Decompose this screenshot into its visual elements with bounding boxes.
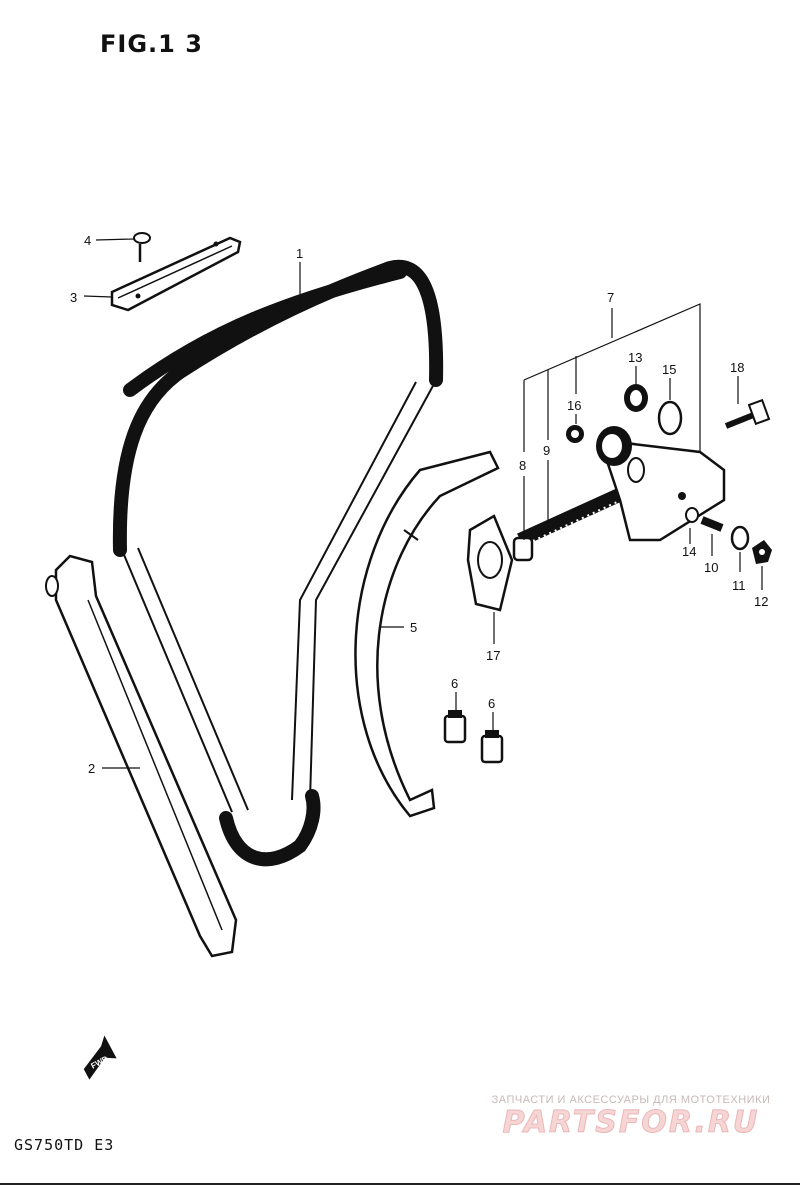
- callout-15: 15: [662, 362, 676, 377]
- leader-lines: [83, 238, 763, 769]
- callout-6a: 6: [451, 676, 458, 691]
- dampers: [443, 710, 504, 764]
- callout-1: 1: [296, 246, 303, 261]
- callout-13: 13: [628, 350, 642, 365]
- callout-3: 3: [70, 290, 77, 305]
- callout-11: 11: [732, 578, 746, 593]
- callout-5: 5: [410, 620, 417, 635]
- bottom-rule: [0, 1183, 800, 1185]
- figure-title: FIG.1 3: [100, 30, 203, 58]
- tensioner-gasket: [466, 514, 514, 612]
- small-parts: [566, 384, 772, 564]
- callout-14: 14: [682, 544, 696, 559]
- callout-18: 18: [730, 360, 744, 375]
- tensioner-guide: [354, 450, 500, 818]
- callout-9: 9: [543, 443, 550, 458]
- model-code: GS750TD E3: [14, 1136, 115, 1154]
- callout-6b: 6: [488, 696, 495, 711]
- callout-7: 7: [607, 290, 614, 305]
- callout-10: 10: [704, 560, 718, 575]
- callout-2: 2: [88, 761, 95, 776]
- upper-chain-guide: [110, 236, 242, 312]
- callout-16: 16: [567, 398, 581, 413]
- callout-4: 4: [84, 233, 91, 248]
- callout-8: 8: [519, 458, 526, 473]
- callout-labels: 1 2 3 4 5 6 6 7 8 9 10 11 12 13 14 15 16…: [70, 233, 768, 776]
- guide-screw: [133, 232, 151, 262]
- callout-12: 12: [754, 594, 768, 609]
- fwd-arrow-icon: FWD: [83, 1035, 117, 1080]
- callout-17: 17: [486, 648, 500, 663]
- cam-chain: [112, 259, 444, 867]
